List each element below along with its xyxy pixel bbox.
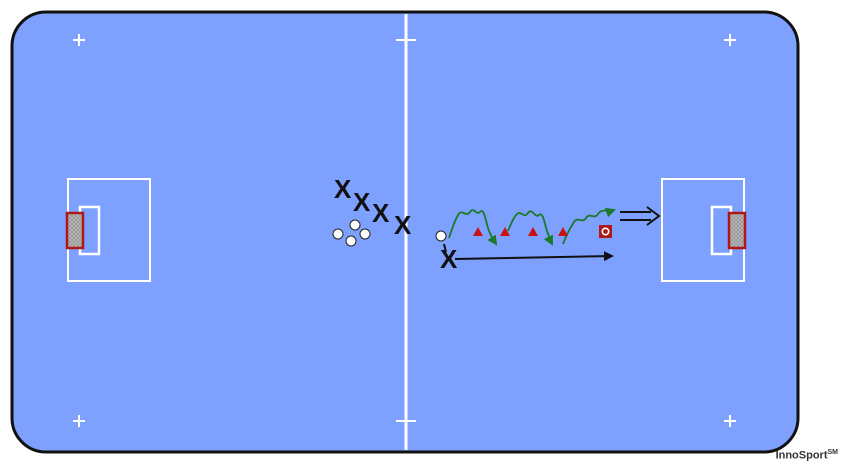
right-goal: [727, 211, 747, 250]
double-arrow-icon: [620, 206, 661, 226]
player-start-dash: [443, 243, 447, 253]
dribble-path-1: [448, 209, 498, 246]
run-arrow: [454, 251, 614, 262]
service-mark: SM: [827, 449, 839, 457]
cone-triangle-icon: [558, 227, 568, 236]
dribble-path-3: [562, 207, 616, 245]
target-marker-icon: [599, 225, 612, 238]
ball-pile: [332, 219, 371, 247]
cone-triangle-icon: [500, 227, 510, 236]
left-goal: [65, 211, 85, 250]
corner-cross-icon: [724, 34, 736, 46]
brand-name: InnoSport: [775, 450, 828, 462]
dribble-path-2: [507, 210, 553, 246]
corner-cross-icon: [73, 34, 85, 46]
cone-triangle-icon: [528, 227, 538, 236]
ball-icon: [332, 228, 344, 240]
active-player: X: [440, 244, 458, 274]
corner-cross-icon: [724, 415, 736, 427]
ball-icon: [435, 230, 447, 242]
waiting-player-1: X: [334, 174, 352, 204]
ball-icon: [345, 235, 357, 247]
target-marker-dot: [601, 227, 610, 236]
waiting-player-4: X: [394, 210, 412, 240]
cone-triangle-icon: [473, 227, 483, 236]
ball-icon: [359, 228, 371, 240]
ball-icon: [349, 219, 361, 231]
waiting-player-3: X: [372, 198, 390, 228]
brand-credit: InnoSportSM: [776, 449, 838, 462]
waiting-player-2: X: [353, 187, 371, 217]
corner-cross-icon: [73, 415, 85, 427]
